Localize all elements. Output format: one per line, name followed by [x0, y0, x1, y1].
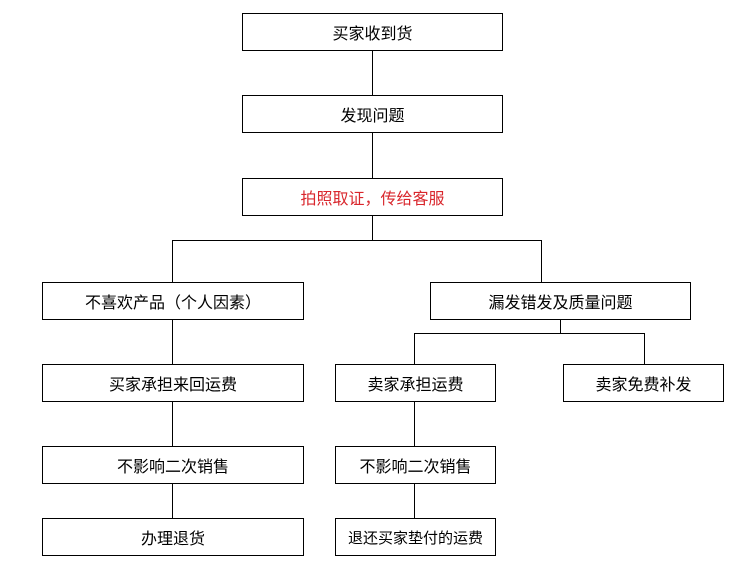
node-evidence: 拍照取证，传给客服 — [242, 178, 503, 216]
node-no-resale-right: 不影响二次销售 — [335, 446, 496, 484]
node-problem: 发现问题 — [242, 95, 503, 133]
node-return-shipping: 退还买家垫付的运费 — [335, 518, 496, 556]
node-dislike: 不喜欢产品（个人因素） — [42, 282, 304, 320]
node-buyer-shipping: 买家承担来回运费 — [42, 364, 304, 402]
node-received: 买家收到货 — [242, 13, 503, 51]
node-no-resale-left: 不影响二次销售 — [42, 446, 304, 484]
node-seller-reship: 卖家免费补发 — [563, 364, 724, 402]
node-missing: 漏发错发及质量问题 — [430, 282, 691, 320]
node-refund: 办理退货 — [42, 518, 304, 556]
node-seller-shipping: 卖家承担运费 — [335, 364, 496, 402]
